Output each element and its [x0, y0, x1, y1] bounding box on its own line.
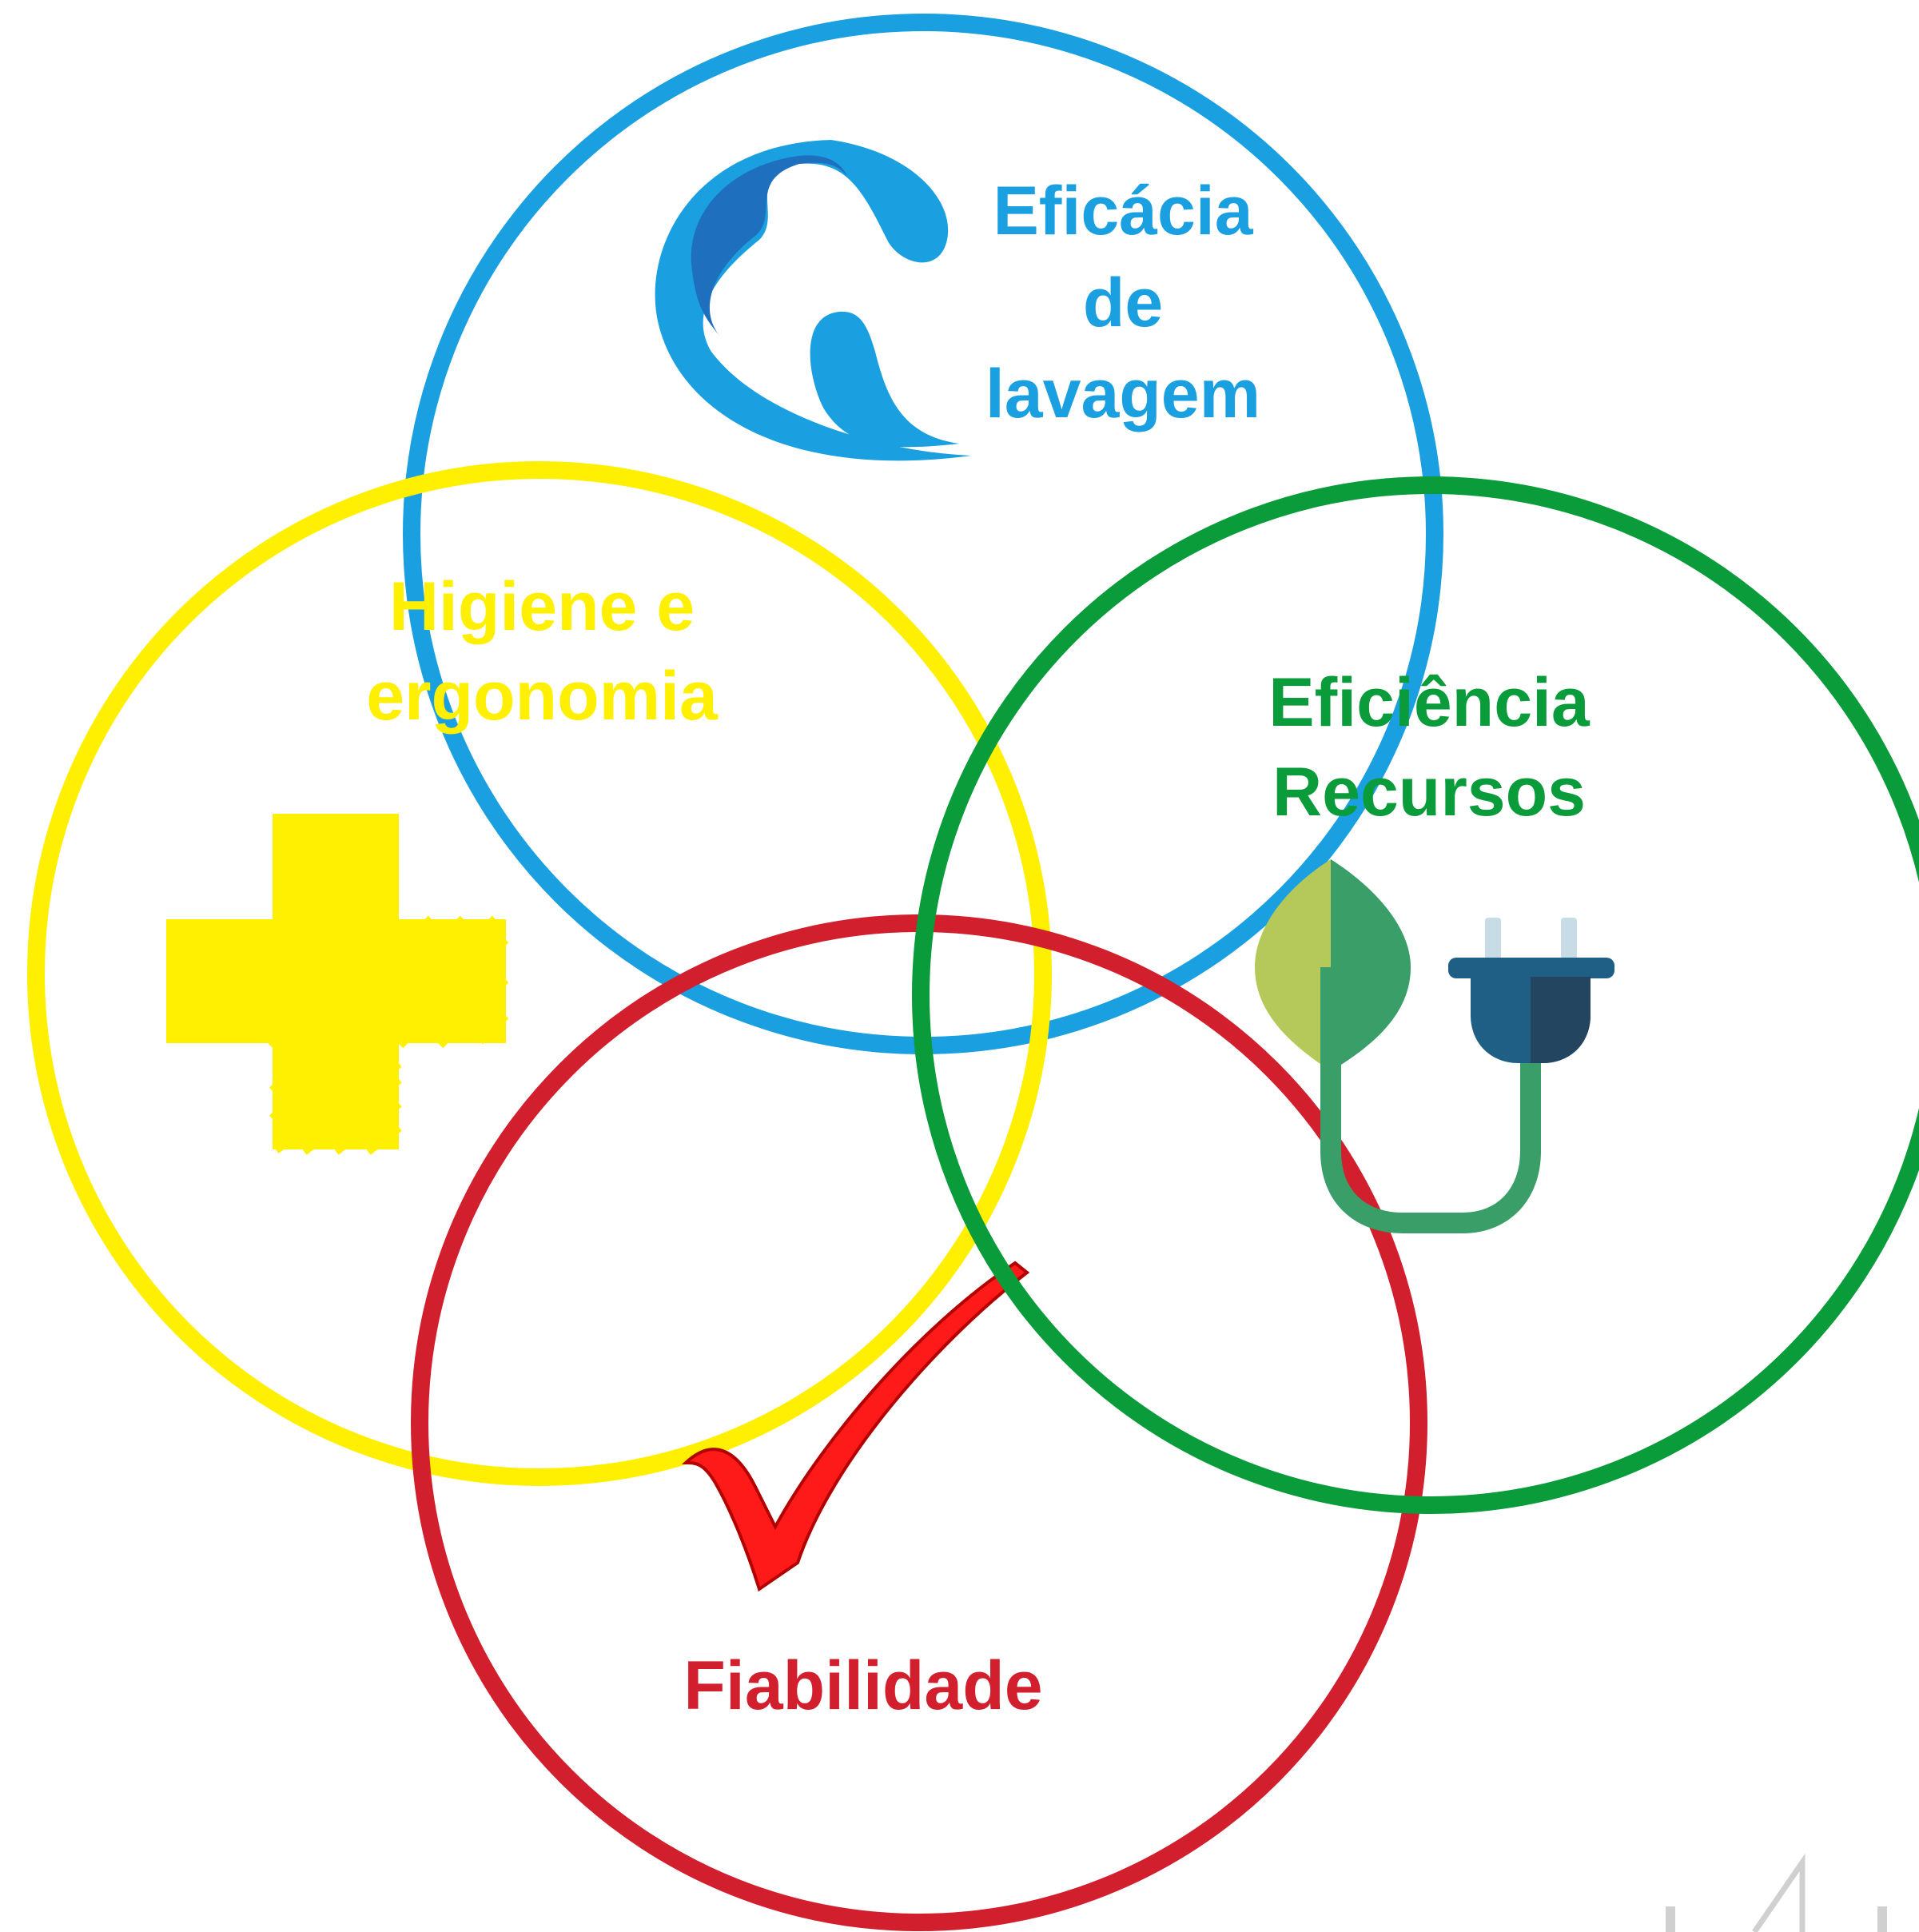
washing-label-line-3: lavagem — [985, 356, 1260, 432]
washing-label-line-2: de — [1083, 265, 1163, 341]
washing-label-line-1: Eficácia — [993, 173, 1253, 249]
corner-watermark-glyph — [1666, 1853, 1887, 1932]
efficiency-label-line-1: Eficiência — [1268, 664, 1591, 741]
hygiene-label-line-1: Higiene e — [389, 568, 695, 645]
circle-efficiency-outline — [912, 476, 1919, 1514]
leaf-plug-icon — [1255, 859, 1614, 1233]
hygiene-label-line-2: ergonomia — [366, 658, 719, 735]
circle-hygiene-ergonomics: Higiene e ergonomia — [27, 461, 1052, 1486]
circle-hygiene-outline — [27, 461, 1052, 1486]
circle-resource-efficiency: Eficiência Recursos — [912, 476, 1919, 1514]
checkmark-icon — [681, 1261, 1030, 1592]
medical-cross-icon — [166, 814, 509, 1155]
reliability-label: Fiabilidade — [683, 1647, 1042, 1724]
water-drop-icon — [655, 140, 971, 461]
efficiency-label-line-2: Recursos — [1272, 754, 1586, 831]
